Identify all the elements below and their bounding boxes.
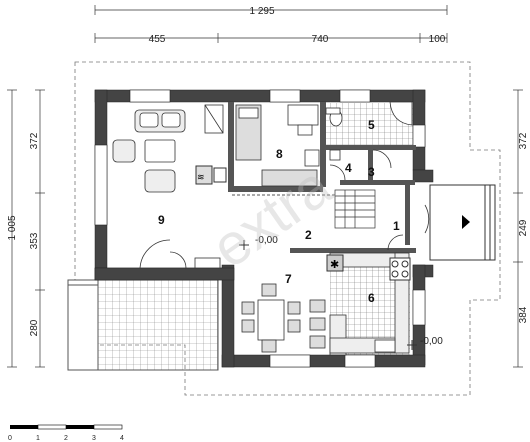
scale-tick-4: 4 (120, 435, 124, 442)
dimension-lines (7, 5, 523, 368)
dim-left-1: 372 (29, 132, 40, 149)
fireplace-icon: ≋ (195, 165, 227, 185)
dim-top-total: 1 295 (249, 6, 274, 17)
scale-tick-1: 1 (36, 435, 40, 442)
bedroom-furniture (235, 104, 320, 187)
entrance-arrow-icon (462, 215, 470, 229)
bathroom-fixtures (325, 101, 413, 161)
room-1-label: 1 (393, 219, 400, 233)
dim-top-3: 100 (429, 34, 446, 45)
room-9-label: 9 (158, 213, 165, 227)
dim-right-1: 372 (518, 132, 529, 149)
doors (139, 149, 430, 269)
room-6-label: 6 (368, 291, 375, 305)
room-5-label: 5 (368, 118, 375, 132)
room-4-label: 4 (345, 161, 352, 175)
stove-icon (389, 257, 411, 281)
dim-top-1: 455 (149, 34, 166, 45)
interior-walls (228, 102, 416, 253)
dim-left-3: 280 (29, 319, 40, 336)
room-8-label: 8 (276, 147, 283, 161)
svg-text:≋: ≋ (197, 173, 205, 183)
entrance-platform (429, 184, 496, 261)
scale-tick-2: 2 (64, 435, 68, 442)
level-inside: -0,00 (255, 235, 278, 246)
roof-outline (74, 61, 501, 396)
dim-right-3: 384 (518, 306, 529, 323)
terrace (67, 279, 219, 371)
stairs (334, 189, 376, 229)
dim-right-2: 249 (518, 219, 529, 236)
living-furniture (112, 104, 224, 269)
room-7-label: 7 (285, 272, 292, 286)
dim-left-2: 353 (29, 232, 40, 249)
room-3-label: 3 (368, 165, 375, 179)
dining-table (241, 283, 326, 353)
scale-bar (10, 424, 123, 430)
level-marks (239, 240, 417, 350)
svg-text:✱: ✱ (330, 258, 339, 271)
dim-left-total: 1 005 (7, 215, 18, 240)
level-outside: -0,00 (420, 336, 443, 347)
scale-tick-3: 3 (92, 435, 96, 442)
dim-top-2: 740 (312, 34, 329, 45)
scale-tick-0: 0 (8, 435, 12, 442)
room-2-label: 2 (305, 228, 312, 242)
chimney-icon: ✱ (326, 254, 344, 272)
windows (94, 89, 426, 368)
